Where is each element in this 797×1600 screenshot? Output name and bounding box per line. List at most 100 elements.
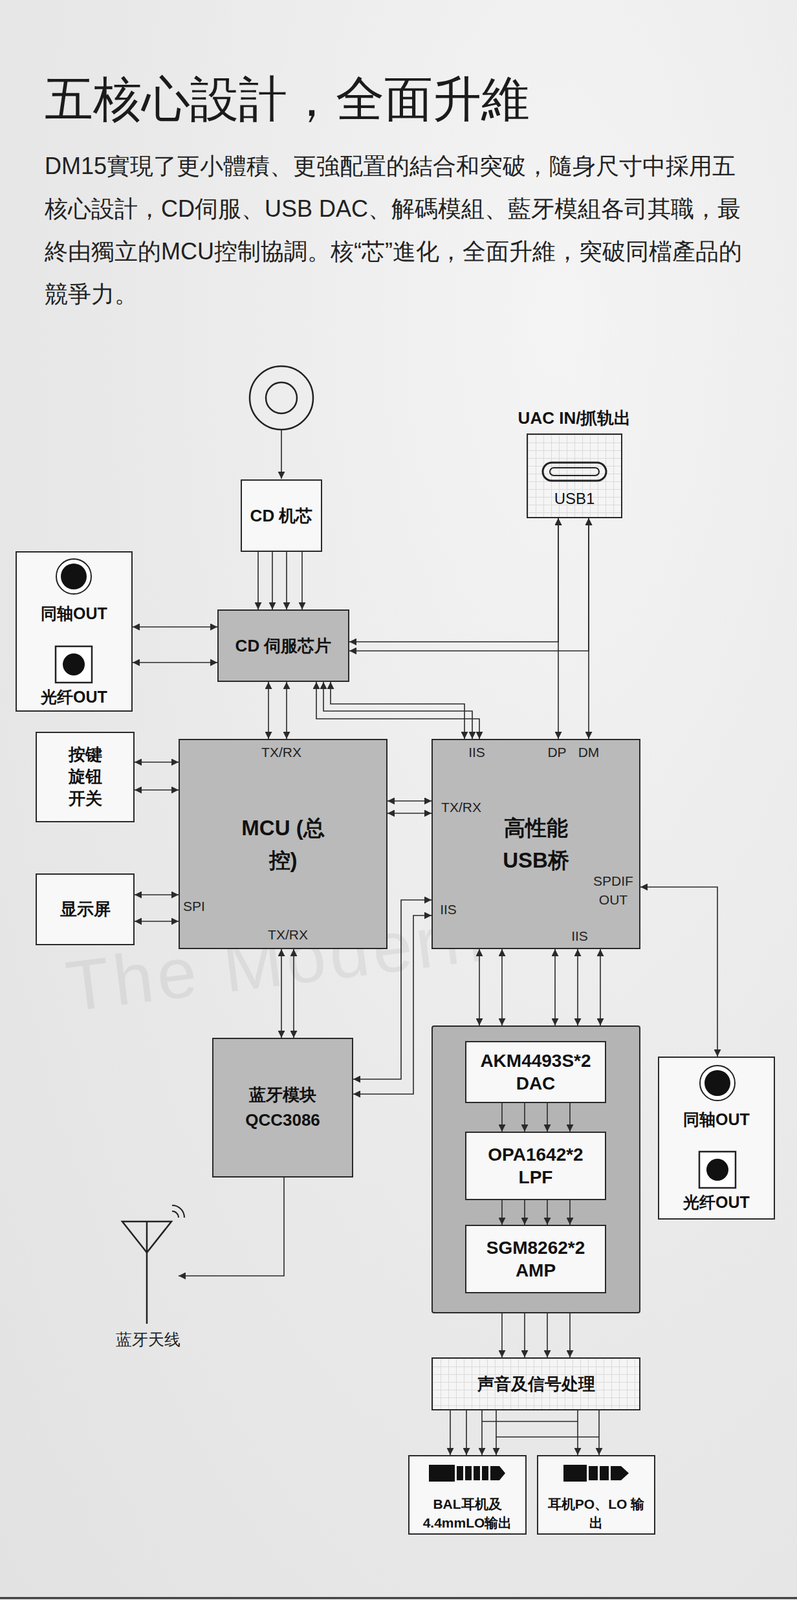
signal-connector — [554, 949, 556, 1026]
signal-connector — [495, 1410, 497, 1455]
box-label: 同轴OUT — [19, 603, 130, 624]
signal-connector — [569, 1313, 571, 1358]
coax-jack-core — [704, 1069, 731, 1096]
signal-connector — [349, 518, 559, 642]
optical-jack — [699, 1151, 736, 1188]
signal-connector — [134, 894, 179, 896]
signal-connector — [349, 518, 589, 651]
signal-connector — [640, 886, 718, 1057]
signal-connector — [501, 949, 503, 1026]
component-box: OPA1642*2 LPF — [465, 1131, 607, 1201]
cd-disc — [249, 366, 314, 430]
coax-jack — [56, 558, 92, 594]
disc-wire — [280, 429, 283, 479]
plug-ring — [456, 1465, 464, 1481]
antenna-waves — [172, 1205, 185, 1218]
signal-connector — [557, 518, 559, 739]
component-box: CD 伺服芯片 — [217, 609, 350, 682]
signal-connector — [132, 661, 218, 664]
signal-name: IIS — [571, 927, 589, 944]
box-label: USB1 — [529, 489, 620, 509]
plug-body — [428, 1464, 455, 1482]
signal-connector — [134, 920, 179, 922]
component-box: 高性能 USB桥 — [431, 738, 641, 950]
cross-wire — [481, 1420, 578, 1422]
antenna-wire — [178, 1177, 284, 1276]
component-box: SGM8262*2 AMP — [465, 1224, 607, 1294]
optical-jack — [55, 646, 92, 683]
optical-jack-core — [706, 1158, 729, 1181]
signal-connector — [501, 1313, 503, 1358]
plug-ring — [588, 1465, 598, 1481]
box-label: OPA1642*2 LPF — [470, 1143, 601, 1189]
plug-tip — [610, 1465, 629, 1481]
component-box: 蓝牙模块 QCC3086 — [212, 1037, 354, 1178]
signal-connector — [330, 681, 465, 739]
box-label: SGM8262*2 AMP — [470, 1236, 601, 1282]
usb-c-icon — [542, 462, 607, 481]
box-label: 光纤OUT — [19, 687, 130, 708]
antenna-mast — [146, 1221, 149, 1324]
component-box: 同轴OUT 光纤OUT — [657, 1056, 776, 1220]
component-box: AKM4493S*2 DAC — [465, 1040, 607, 1103]
signal-name: DM — [578, 743, 600, 761]
component-box: AKM4493S*2 DAC OPA1642*2 LPF SGM8262*2 AMP — [431, 1025, 641, 1314]
component-box: 耳机PO、LO 输出 — [536, 1454, 656, 1535]
coax-jack-core — [60, 563, 87, 590]
cd-disc-hole — [265, 382, 297, 414]
component-box: 显示屏 — [35, 873, 135, 946]
signal-connector — [257, 551, 259, 610]
cross-wire — [496, 1436, 600, 1438]
box-label: 高性能 USB桥 — [497, 811, 576, 876]
signal-connector — [465, 1410, 468, 1455]
component-box: CD 机芯 — [240, 479, 323, 552]
plug-ring — [599, 1465, 609, 1481]
signal-connector — [132, 626, 218, 628]
signal-name: TX/RX — [441, 798, 482, 816]
signal-connector — [301, 551, 303, 610]
box-label: 按键 旋钮 开关 — [65, 743, 105, 810]
signal-name: IIS — [439, 901, 457, 918]
signal-connector — [577, 949, 579, 1026]
box-label: AKM4493S*2 DAC — [470, 1049, 601, 1095]
component-box: BAL耳机及 4.4mmLO输出 — [408, 1454, 527, 1535]
signal-connector — [134, 761, 179, 763]
component-box: UAC IN/抓轨出USB1 — [526, 433, 623, 519]
coax-jack — [699, 1065, 735, 1101]
signal-connector — [598, 1410, 600, 1455]
signal-connector — [323, 681, 473, 739]
box-label: CD 机芯 — [250, 505, 314, 527]
signal-connector — [271, 551, 273, 610]
signal-connector — [501, 1200, 503, 1225]
component-box: 声音及信号处理 — [431, 1357, 641, 1411]
component-box: MCU (总控) — [178, 738, 388, 950]
page-title: 五核心設計，全面升維 — [44, 69, 530, 129]
signal-connector — [546, 1102, 548, 1132]
box-label: 耳机PO、LO 输出 — [547, 1494, 645, 1533]
signal-name: IIS — [468, 743, 486, 761]
box-label: 同轴OUT — [661, 1109, 772, 1130]
usb-c-slot — [549, 467, 600, 476]
signal-connector — [449, 1410, 451, 1455]
signal-connector — [267, 681, 270, 739]
box-label: 光纤OUT — [661, 1192, 772, 1213]
signal-connector — [569, 1200, 571, 1225]
signal-name: SPI — [183, 897, 206, 915]
signal-connector — [501, 1102, 503, 1132]
signal-connector — [481, 1410, 483, 1455]
box-label: 蓝牙模块 QCC3086 — [239, 1082, 327, 1133]
signal-connector — [524, 1102, 526, 1132]
plug-ring — [473, 1465, 481, 1481]
component-box: 按键 旋钮 开关 — [35, 731, 135, 823]
component-box: 同轴OUT 光纤OUT — [15, 551, 133, 712]
box-label: BAL耳机及 4.4mmLO输出 — [412, 1494, 523, 1533]
box-label: CD 伺服芯片 — [235, 635, 332, 657]
signal-connector — [316, 681, 480, 739]
signal-connector — [577, 1410, 579, 1455]
optical-jack-core — [62, 653, 85, 676]
plug-tip — [490, 1465, 506, 1481]
plug-ring — [465, 1465, 472, 1481]
signal-connector — [387, 812, 432, 814]
plug-ring — [481, 1465, 489, 1481]
